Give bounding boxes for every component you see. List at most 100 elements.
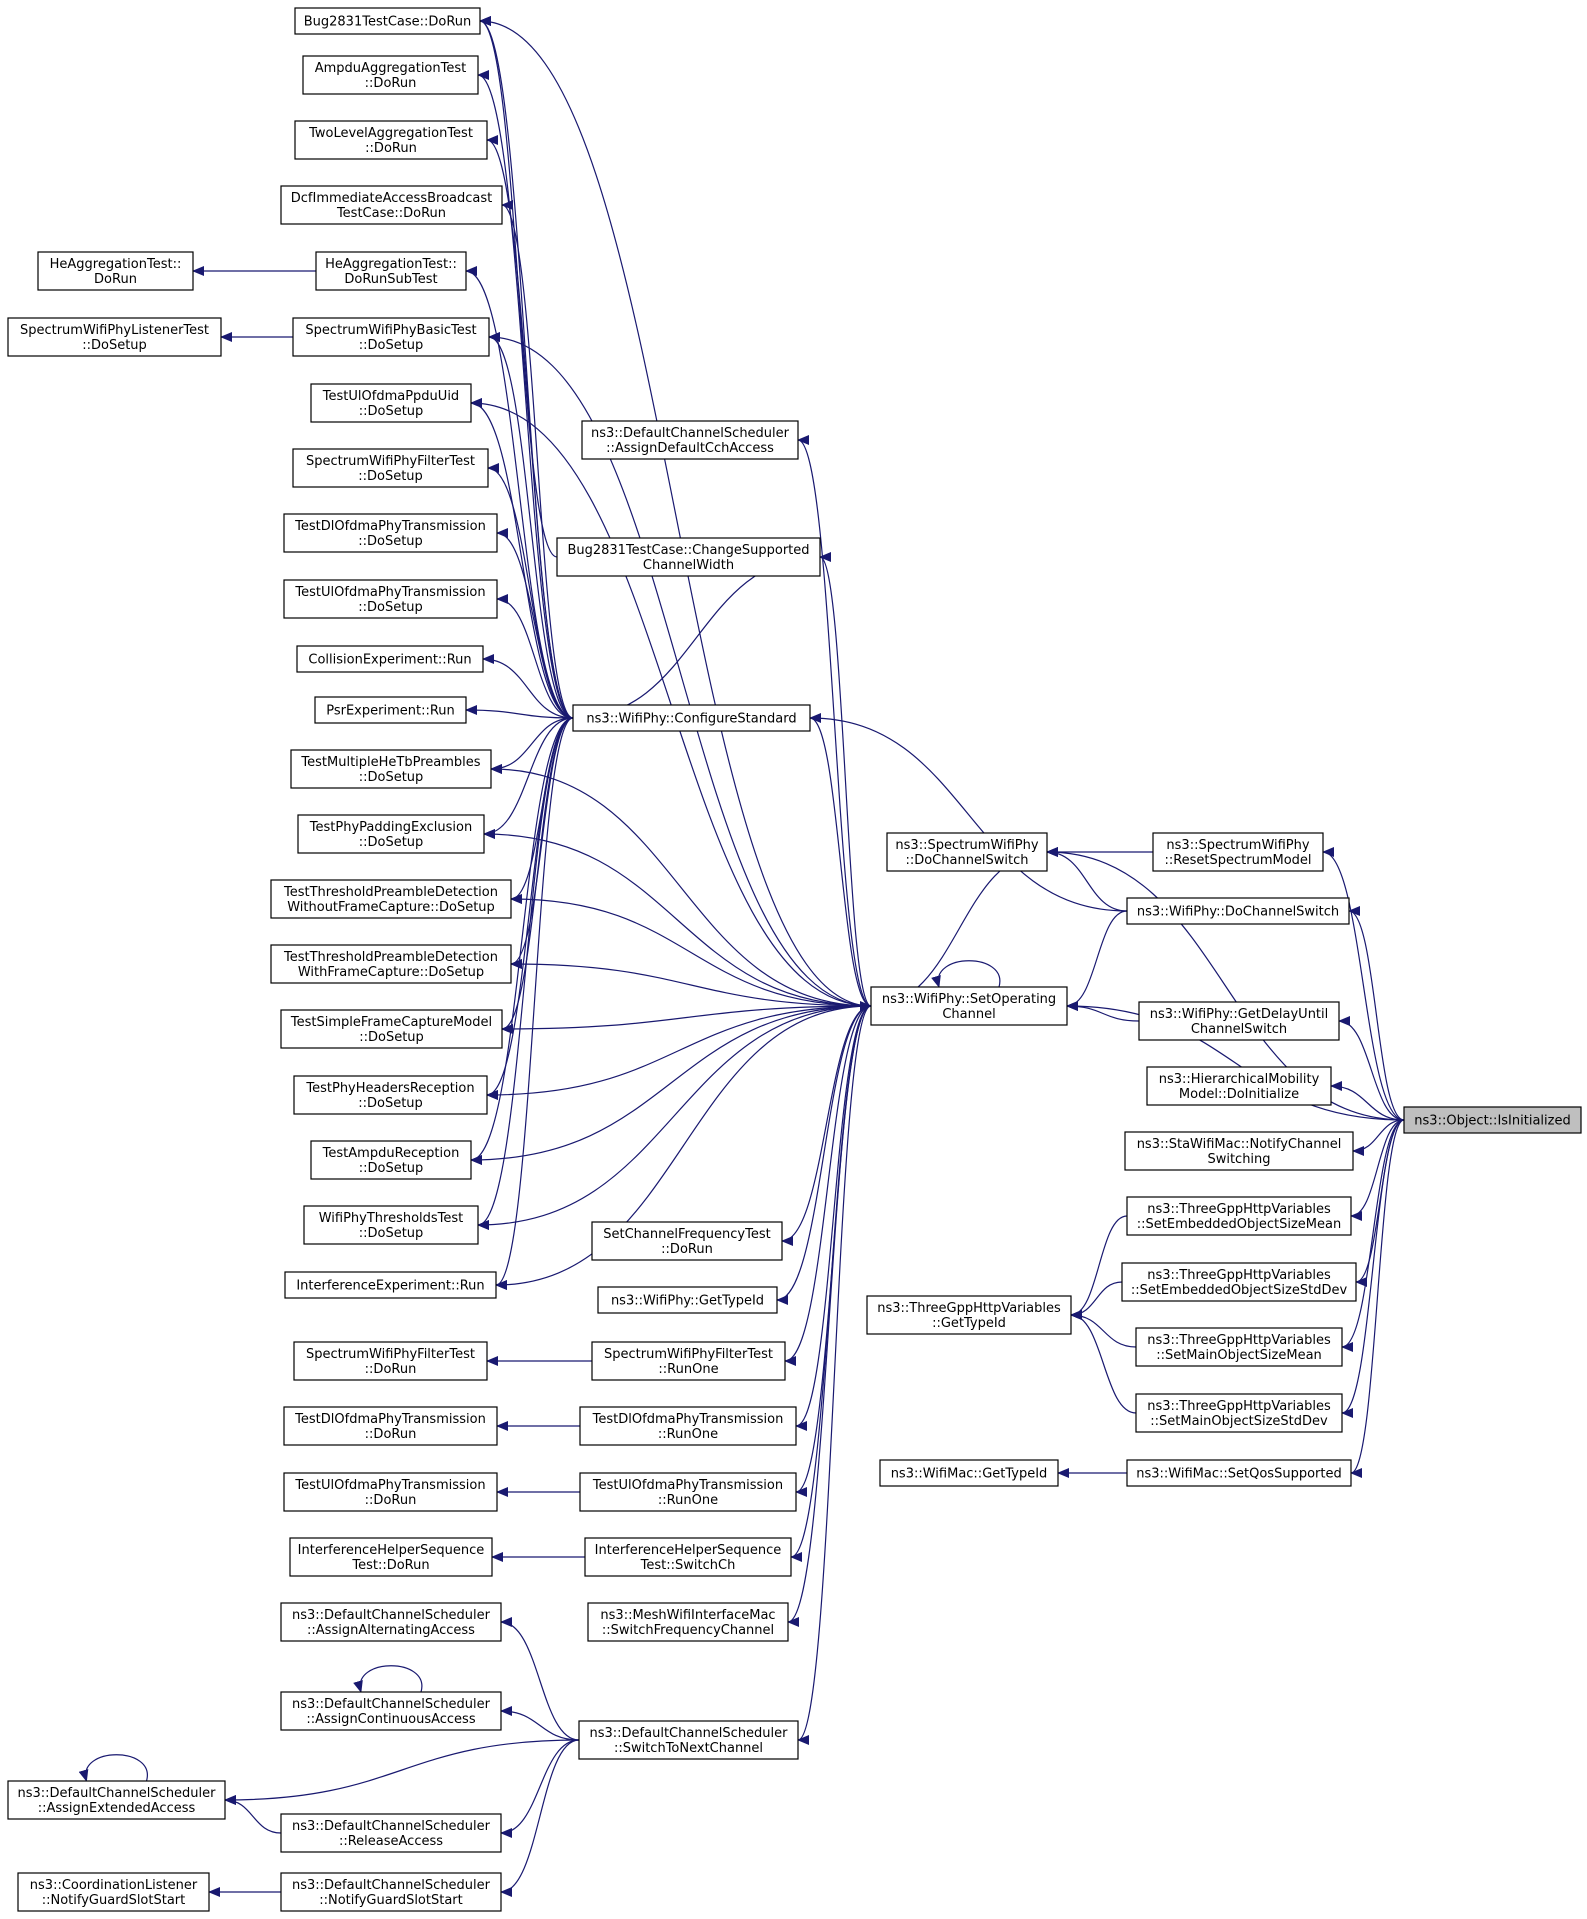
node-box [597,1286,778,1314]
node-coord-listener[interactable]: ns3::CoordinationListener::NotifyGuardSl… [17,1872,210,1912]
node-ulofdma-setup[interactable]: TestUlOfdmaPhyTransmission::DoSetup [283,579,498,619]
node-http-embstd[interactable]: ns3::ThreeGppHttpVariables::SetEmbeddedO… [1121,1262,1357,1302]
node-label: ns3::DefaultChannelScheduler [292,1878,491,1893]
node-label: Bug2831TestCase::ChangeSupported [567,543,809,558]
node-bug-dorun[interactable]: Bug2831TestCase::DoRun [294,7,481,35]
node-swp-listener[interactable]: SpectrumWifiPhyListenerTest::DoSetup [7,317,222,357]
node-box [280,1813,502,1853]
node-swp-filter-setup[interactable]: SpectrumWifiPhyFilterTest::DoSetup [292,448,489,488]
node-label: ChannelSwitch [1191,1022,1287,1037]
edge-setop-to-dcs-switchnext [797,1005,872,1745]
node-box [297,814,485,854]
node-http-mainmean[interactable]: ns3::ThreeGppHttpVariables::SetMainObjec… [1135,1327,1343,1367]
node-dcs-cch[interactable]: ns3::DefaultChannelScheduler::AssignDefa… [581,420,799,460]
edge-setop-to-dcs-cch [797,435,872,1007]
node-isinit[interactable]: ns3::Object::IsInitialized [1403,1106,1582,1134]
node-multiplehe[interactable]: TestMultipleHeTbPreambles::DoSetup [290,749,492,789]
node-bug-changesupp[interactable]: Bug2831TestCase::ChangeSupportedChannelW… [556,537,821,577]
node-dcf-dorun[interactable]: DcfImmediateAccessBroadcastTestCase::DoR… [280,185,503,225]
node-http-mainstd[interactable]: ns3::ThreeGppHttpVariables::SetMainObjec… [1135,1393,1343,1433]
edge-configure-to-dlofdma-setup [496,528,574,719]
node-padding[interactable]: TestPhyPaddingExclusion::DoSetup [297,814,485,854]
node-headers[interactable]: TestPhyHeadersReception::DoSetup [293,1075,488,1115]
node-thresholds[interactable]: WifiPhyThresholdsTest::DoSetup [303,1205,479,1245]
edge-configure-to-interf-run [495,717,574,1290]
node-hier-init[interactable]: ns3::HierarchicalMobilityModel::DoInitia… [1146,1066,1332,1106]
node-label: TestCase::DoRun [336,206,446,221]
edge-setop-to-dlofdma-runone [795,1005,872,1431]
edge-setop-to-swp-filter-runone [784,1005,872,1366]
node-simplecapture[interactable]: TestSimpleFrameCaptureModel::DoSetup [280,1009,503,1049]
node-label: ::DoRun [365,1362,417,1377]
edge-http-mainmean-to-http-gettypeid [1070,1310,1137,1348]
node-box [283,1472,498,1512]
node-dcs-release[interactable]: ns3::DefaultChannelScheduler::ReleaseAcc… [280,1813,502,1853]
node-wifiphy-gettypeid[interactable]: ns3::WifiPhy::GetTypeId [597,1286,778,1314]
node-dcs-alternating[interactable]: ns3::DefaultChannelScheduler::AssignAlte… [280,1602,502,1642]
node-label: TestDlOfdmaPhyTransmission [294,1412,486,1427]
node-twolevel-dorun[interactable]: TwoLevelAggregationTest::DoRun [294,120,488,160]
node-thr-with[interactable]: TestThresholdPreambleDetectionWithFrameC… [270,944,512,984]
node-box [283,513,498,553]
node-heagg-dorun[interactable]: HeAggregationTest::DoRun [37,251,194,291]
node-ulofdma-uid[interactable]: TestUlOfdmaPpduUid::DoSetup [310,383,472,423]
node-label: ::DoRun [365,1427,417,1442]
node-box [1121,1262,1357,1302]
node-interf-run[interactable]: InterferenceExperiment::Run [284,1271,497,1299]
node-label: CollisionExperiment::Run [308,653,471,668]
node-dcs-notifyguard[interactable]: ns3::DefaultChannelScheduler::NotifyGuar… [280,1872,502,1912]
edge-isinit-to-hier-init [1330,1081,1405,1121]
node-label: InterferenceHelperSequence [298,1543,485,1558]
node-wifimac-gettypeid[interactable]: ns3::WifiMac::GetTypeId [879,1459,1059,1487]
edge-bug-changesupp-to-bug-dorun [479,16,558,558]
node-mesh-switch[interactable]: ns3::MeshWifiInterfaceMac::SwitchFrequen… [587,1602,789,1642]
node-dcs-continuous[interactable]: ns3::DefaultChannelScheduler::AssignCont… [280,1691,502,1731]
node-swp-filter-runone[interactable]: SpectrumWifiPhyFilterTest::RunOne [591,1341,786,1381]
edge-setop-to-thresholds [477,1005,872,1230]
edge-isinit-to-wifimac-setqos [1350,1119,1405,1478]
node-dlofdma-setup[interactable]: TestDlOfdmaPhyTransmission::DoSetup [283,513,498,553]
node-label: ::DoSetup [358,600,423,615]
node-wifimac-setqos[interactable]: ns3::WifiMac::SetQosSupported [1126,1459,1352,1487]
node-dcs-extended[interactable]: ns3::DefaultChannelScheduler::AssignExte… [7,1780,226,1820]
node-box [1124,1131,1354,1171]
edge-configure-to-ampdurecep [470,717,574,1165]
node-wifiphy-dochannel[interactable]: ns3::WifiPhy::DoChannelSwitch [1126,897,1350,925]
node-label: ::RunOne [658,1493,718,1508]
node-thr-wo[interactable]: TestThresholdPreambleDetectionWithoutFra… [270,879,512,919]
edge-isinit-to-http-embmean [1350,1119,1405,1221]
node-dlofdma-dorun[interactable]: TestDlOfdmaPhyTransmission::DoRun [283,1406,498,1446]
node-box [283,579,498,619]
node-heagg-subtest[interactable]: HeAggregationTest::DoRunSubTest [315,251,467,291]
node-box [1126,1459,1352,1487]
node-swp-reset[interactable]: ns3::SpectrumWifiPhy::ResetSpectrumModel [1152,832,1324,872]
node-setchanfreq[interactable]: SetChannelFrequencyTest::DoRun [591,1221,783,1261]
node-http-embmean[interactable]: ns3::ThreeGppHttpVariables::SetEmbeddedO… [1126,1196,1352,1236]
node-ulofdma-dorun[interactable]: TestUlOfdmaPhyTransmission::DoRun [283,1472,498,1512]
node-dlofdma-runone[interactable]: TestDlOfdmaPhyTransmission::RunOne [579,1406,797,1446]
node-configure[interactable]: ns3::WifiPhy::ConfigureStandard [572,704,811,732]
node-swp-filter-dorun[interactable]: SpectrumWifiPhyFilterTest::DoRun [293,1341,488,1381]
node-dcs-switchnext[interactable]: ns3::DefaultChannelScheduler::SwitchToNe… [578,1720,799,1760]
node-swp-dochannel[interactable]: ns3::SpectrumWifiPhy::DoChannelSwitch [886,832,1048,872]
node-label: ::DoRun [661,1242,713,1257]
edge-setop-to-simplecapture [501,1005,872,1034]
edge-setop-to-interf-run [495,1005,872,1290]
node-psr[interactable]: PsrExperiment::Run [314,696,467,724]
node-label: ::RunOne [658,1362,718,1377]
node-ampdurecep[interactable]: TestAmpduReception::DoSetup [310,1140,472,1180]
node-http-gettypeid[interactable]: ns3::ThreeGppHttpVariables::GetTypeId [866,1295,1072,1335]
node-ampdu-dorun[interactable]: AmpduAggregationTest::DoRun [302,55,479,95]
node-collision[interactable]: CollisionExperiment::Run [296,645,484,673]
node-label: ChannelWidth [643,558,734,573]
node-label: TestPhyPaddingExclusion [309,820,472,835]
node-swp-basic[interactable]: SpectrumWifiPhyBasicTest::DoSetup [292,317,490,357]
node-box [1135,1393,1343,1433]
node-ulofdma-runone[interactable]: TestUlOfdmaPhyTransmission::RunOne [579,1472,797,1512]
node-box [866,1295,1072,1335]
